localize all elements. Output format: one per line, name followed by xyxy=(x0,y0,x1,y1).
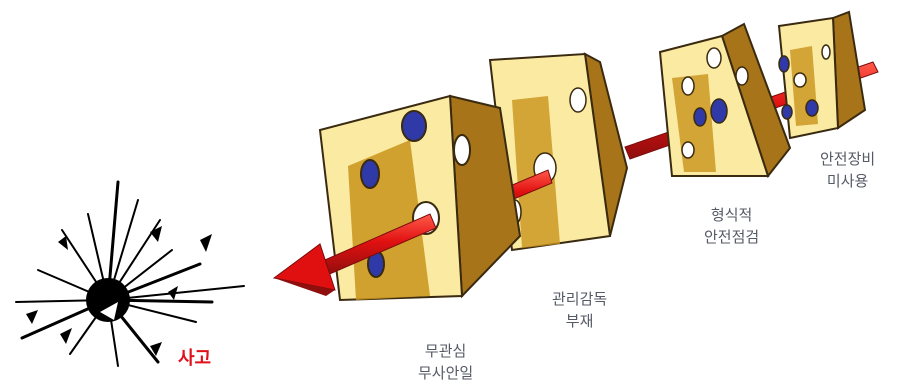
slice1-label: 무관심 무사안일 xyxy=(418,340,473,384)
slice3-label: 형식적 안전점검 xyxy=(704,204,759,248)
cheese-slice-3 xyxy=(660,24,790,176)
slice1-label-line2: 무사안일 xyxy=(418,362,473,384)
slice4-label: 안전장비 미사용 xyxy=(820,148,875,192)
slice2-label-line1: 관리감독 xyxy=(552,288,607,310)
slice4-label-line2: 미사용 xyxy=(820,170,875,192)
slice2-label-line2: 부재 xyxy=(552,310,607,332)
cheese-slice-1 xyxy=(320,96,520,300)
slice2-label: 관리감독 부재 xyxy=(552,288,607,332)
slice3-label-line1: 형식적 xyxy=(704,204,759,226)
cheese-slice-4 xyxy=(779,12,865,138)
slice3-label-line2: 안전점검 xyxy=(704,226,759,248)
slice1-label-line1: 무관심 xyxy=(418,340,473,362)
slice4-label-line1: 안전장비 xyxy=(820,148,875,170)
accident-label: 사고 xyxy=(178,344,211,370)
explosion-icon xyxy=(16,182,244,366)
